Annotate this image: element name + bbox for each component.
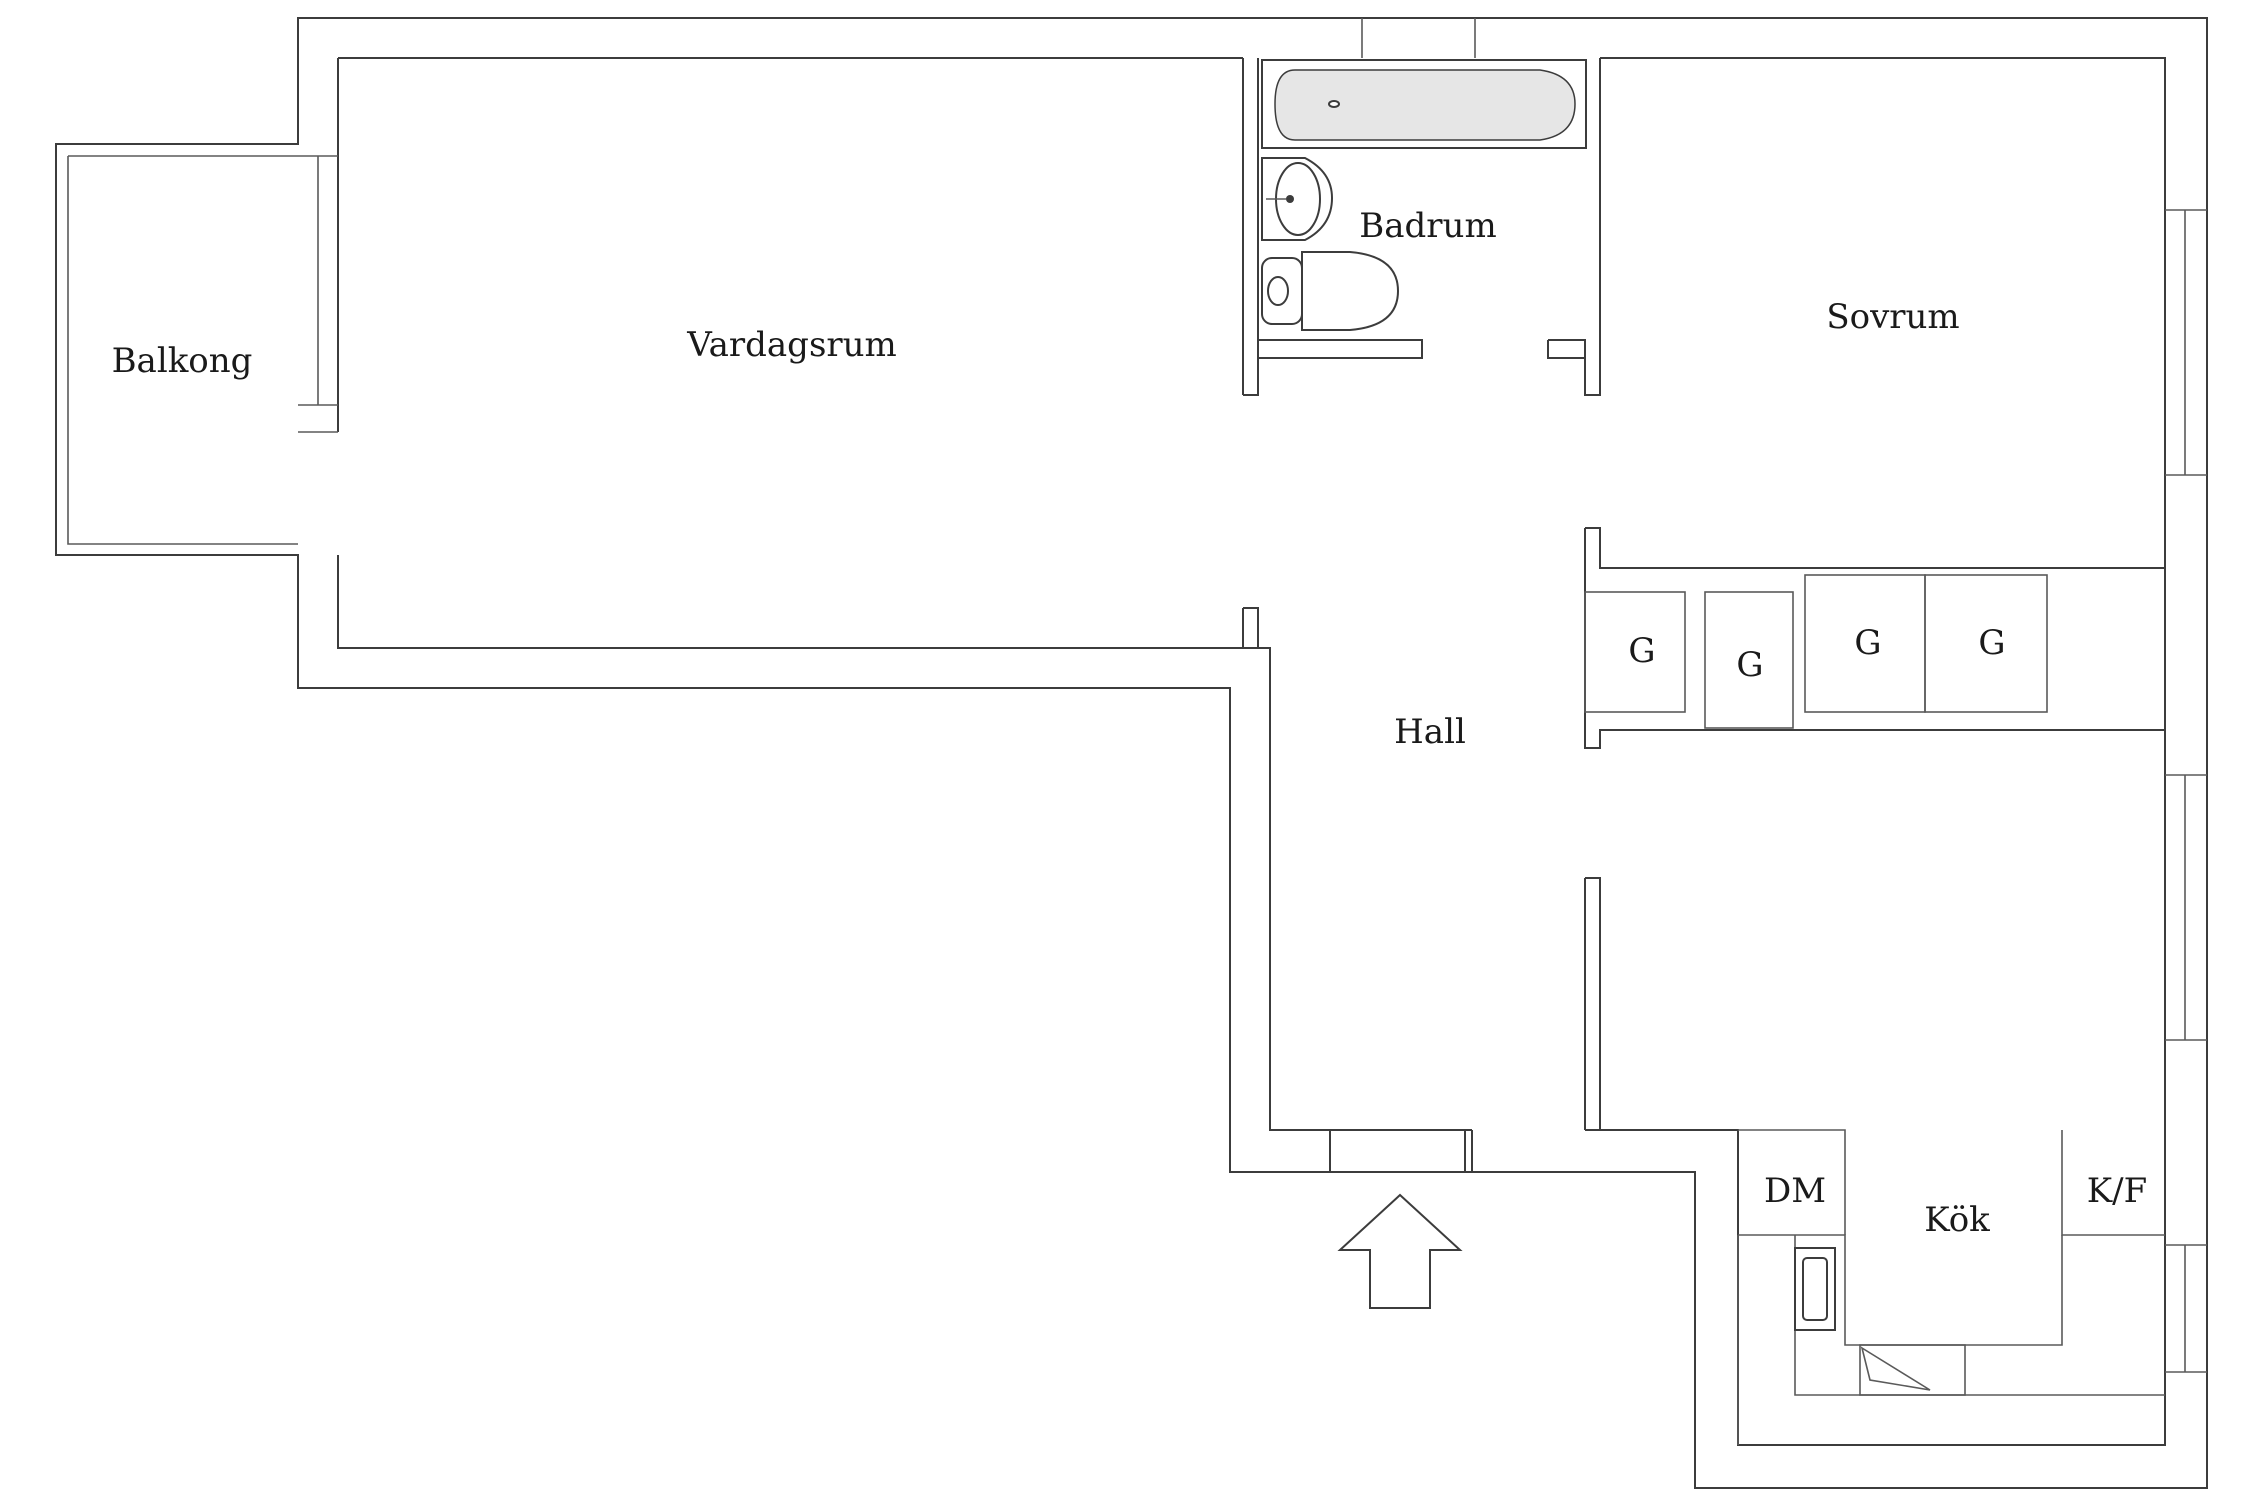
room-label-vardagsrum: Vardagsrum (686, 325, 897, 365)
fridge-freezer-label: K/F (2087, 1171, 2147, 1211)
washbasin (1261, 157, 1334, 241)
dishwasher-label: DM (1764, 1171, 1826, 1211)
room-label-sovrum: Sovrum (1826, 297, 1959, 337)
wardrobe-label-2: G (1736, 645, 1763, 685)
room-label-hall: Hall (1394, 712, 1466, 752)
wardrobes (1584, 574, 2048, 729)
wardrobe-label-1: G (1628, 631, 1655, 671)
interior-walls (1242, 58, 2165, 1173)
balcony-outline (67, 155, 298, 545)
windows (298, 18, 2207, 1373)
exterior-walls (55, 17, 2208, 1489)
room-label-kok: Kök (1924, 1200, 1990, 1240)
entrance-arrow-icon (1337, 1193, 1463, 1309)
toilet (1261, 251, 1400, 331)
wardrobe-label-4: G (1978, 623, 2005, 663)
wardrobe-label-3: G (1854, 623, 1881, 663)
bathtub (1261, 59, 1587, 149)
room-label-badrum: Badrum (1359, 206, 1496, 246)
kitchen-fixtures (1737, 1129, 2165, 1445)
room-label-balkong: Balkong (112, 341, 253, 381)
